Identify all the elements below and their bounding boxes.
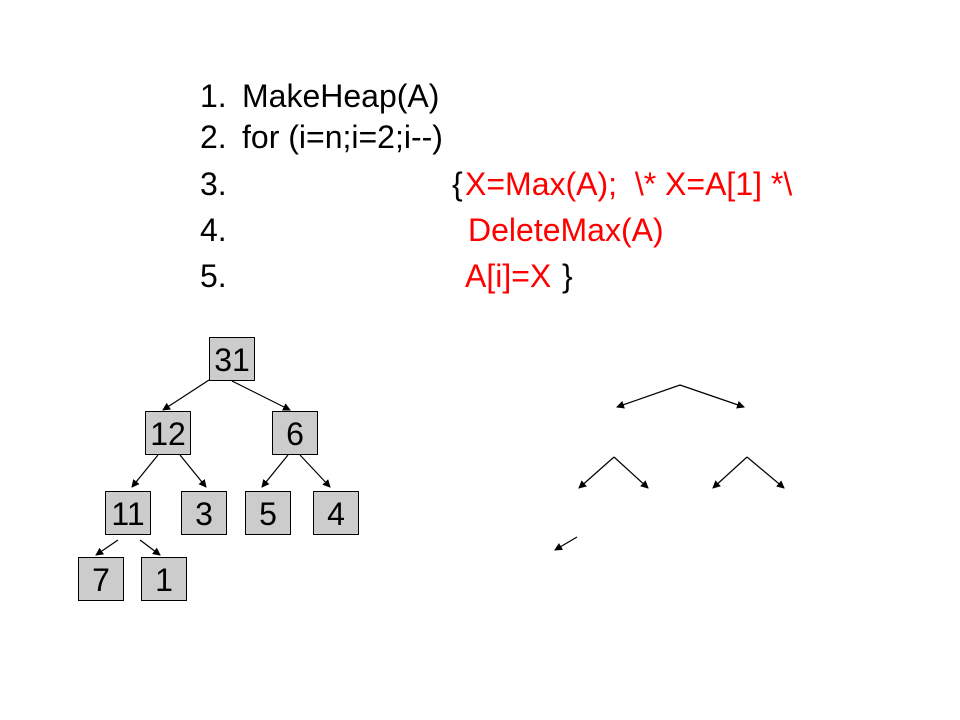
edge-31-6: [231, 380, 291, 411]
code-text-red: DeleteMax(A): [468, 212, 664, 248]
edge-12-3: [179, 454, 207, 488]
edge-11-7: [95, 539, 119, 556]
heap-node-5: 5: [245, 491, 291, 535]
edge-11-1: [139, 539, 161, 556]
heap-node-31: 31: [209, 337, 255, 381]
line-number: 3.: [200, 166, 227, 202]
edge-right-l-ll: [578, 456, 615, 489]
edge-12-11: [131, 454, 159, 488]
line-number: 2.: [200, 119, 227, 155]
code-line-4: 4. DeleteMax(A): [200, 210, 700, 250]
code-line-3: 3. { X=Max(A); \* X=A[1] *\: [200, 164, 860, 204]
edge-right-r-rl: [712, 456, 748, 489]
brace-close: }: [562, 258, 573, 294]
edge-right-r-rr: [746, 456, 785, 489]
code-text: MakeHeap(A): [242, 78, 440, 114]
line-number: 5.: [200, 258, 227, 294]
heap-node-7: 7: [78, 557, 124, 601]
code-line-2: 2. for (i=n;i=2;i--): [200, 117, 520, 157]
edge-6-5: [261, 454, 289, 488]
code-line-5: 5. A[i]=X }: [200, 256, 600, 296]
code-text: for (i=n;i=2;i--): [242, 119, 443, 155]
heap-node-12: 12: [145, 411, 191, 455]
line-number: 4.: [200, 212, 227, 248]
heap-node-11: 11: [105, 491, 151, 535]
code-line-1: 1. MakeHeap(A): [200, 76, 500, 116]
heap-node-1: 1: [141, 557, 187, 601]
code-text-red: A[i]=X: [465, 258, 552, 294]
edge-right-l-lr: [613, 456, 649, 489]
edge-right-ll-child: [554, 536, 578, 551]
brace-open: {: [452, 166, 463, 202]
code-text-red: X=Max(A); \* X=A[1] *\: [465, 166, 793, 202]
edge-31-12: [162, 379, 210, 411]
heap-node-6: 6: [272, 411, 318, 455]
edge-6-4: [299, 454, 331, 488]
heap-node-3: 3: [181, 491, 227, 535]
heap-node-4: 4: [313, 491, 359, 535]
edge-right-root-left: [616, 384, 681, 409]
edge-right-root-right: [679, 384, 745, 409]
line-number: 1.: [200, 78, 227, 114]
